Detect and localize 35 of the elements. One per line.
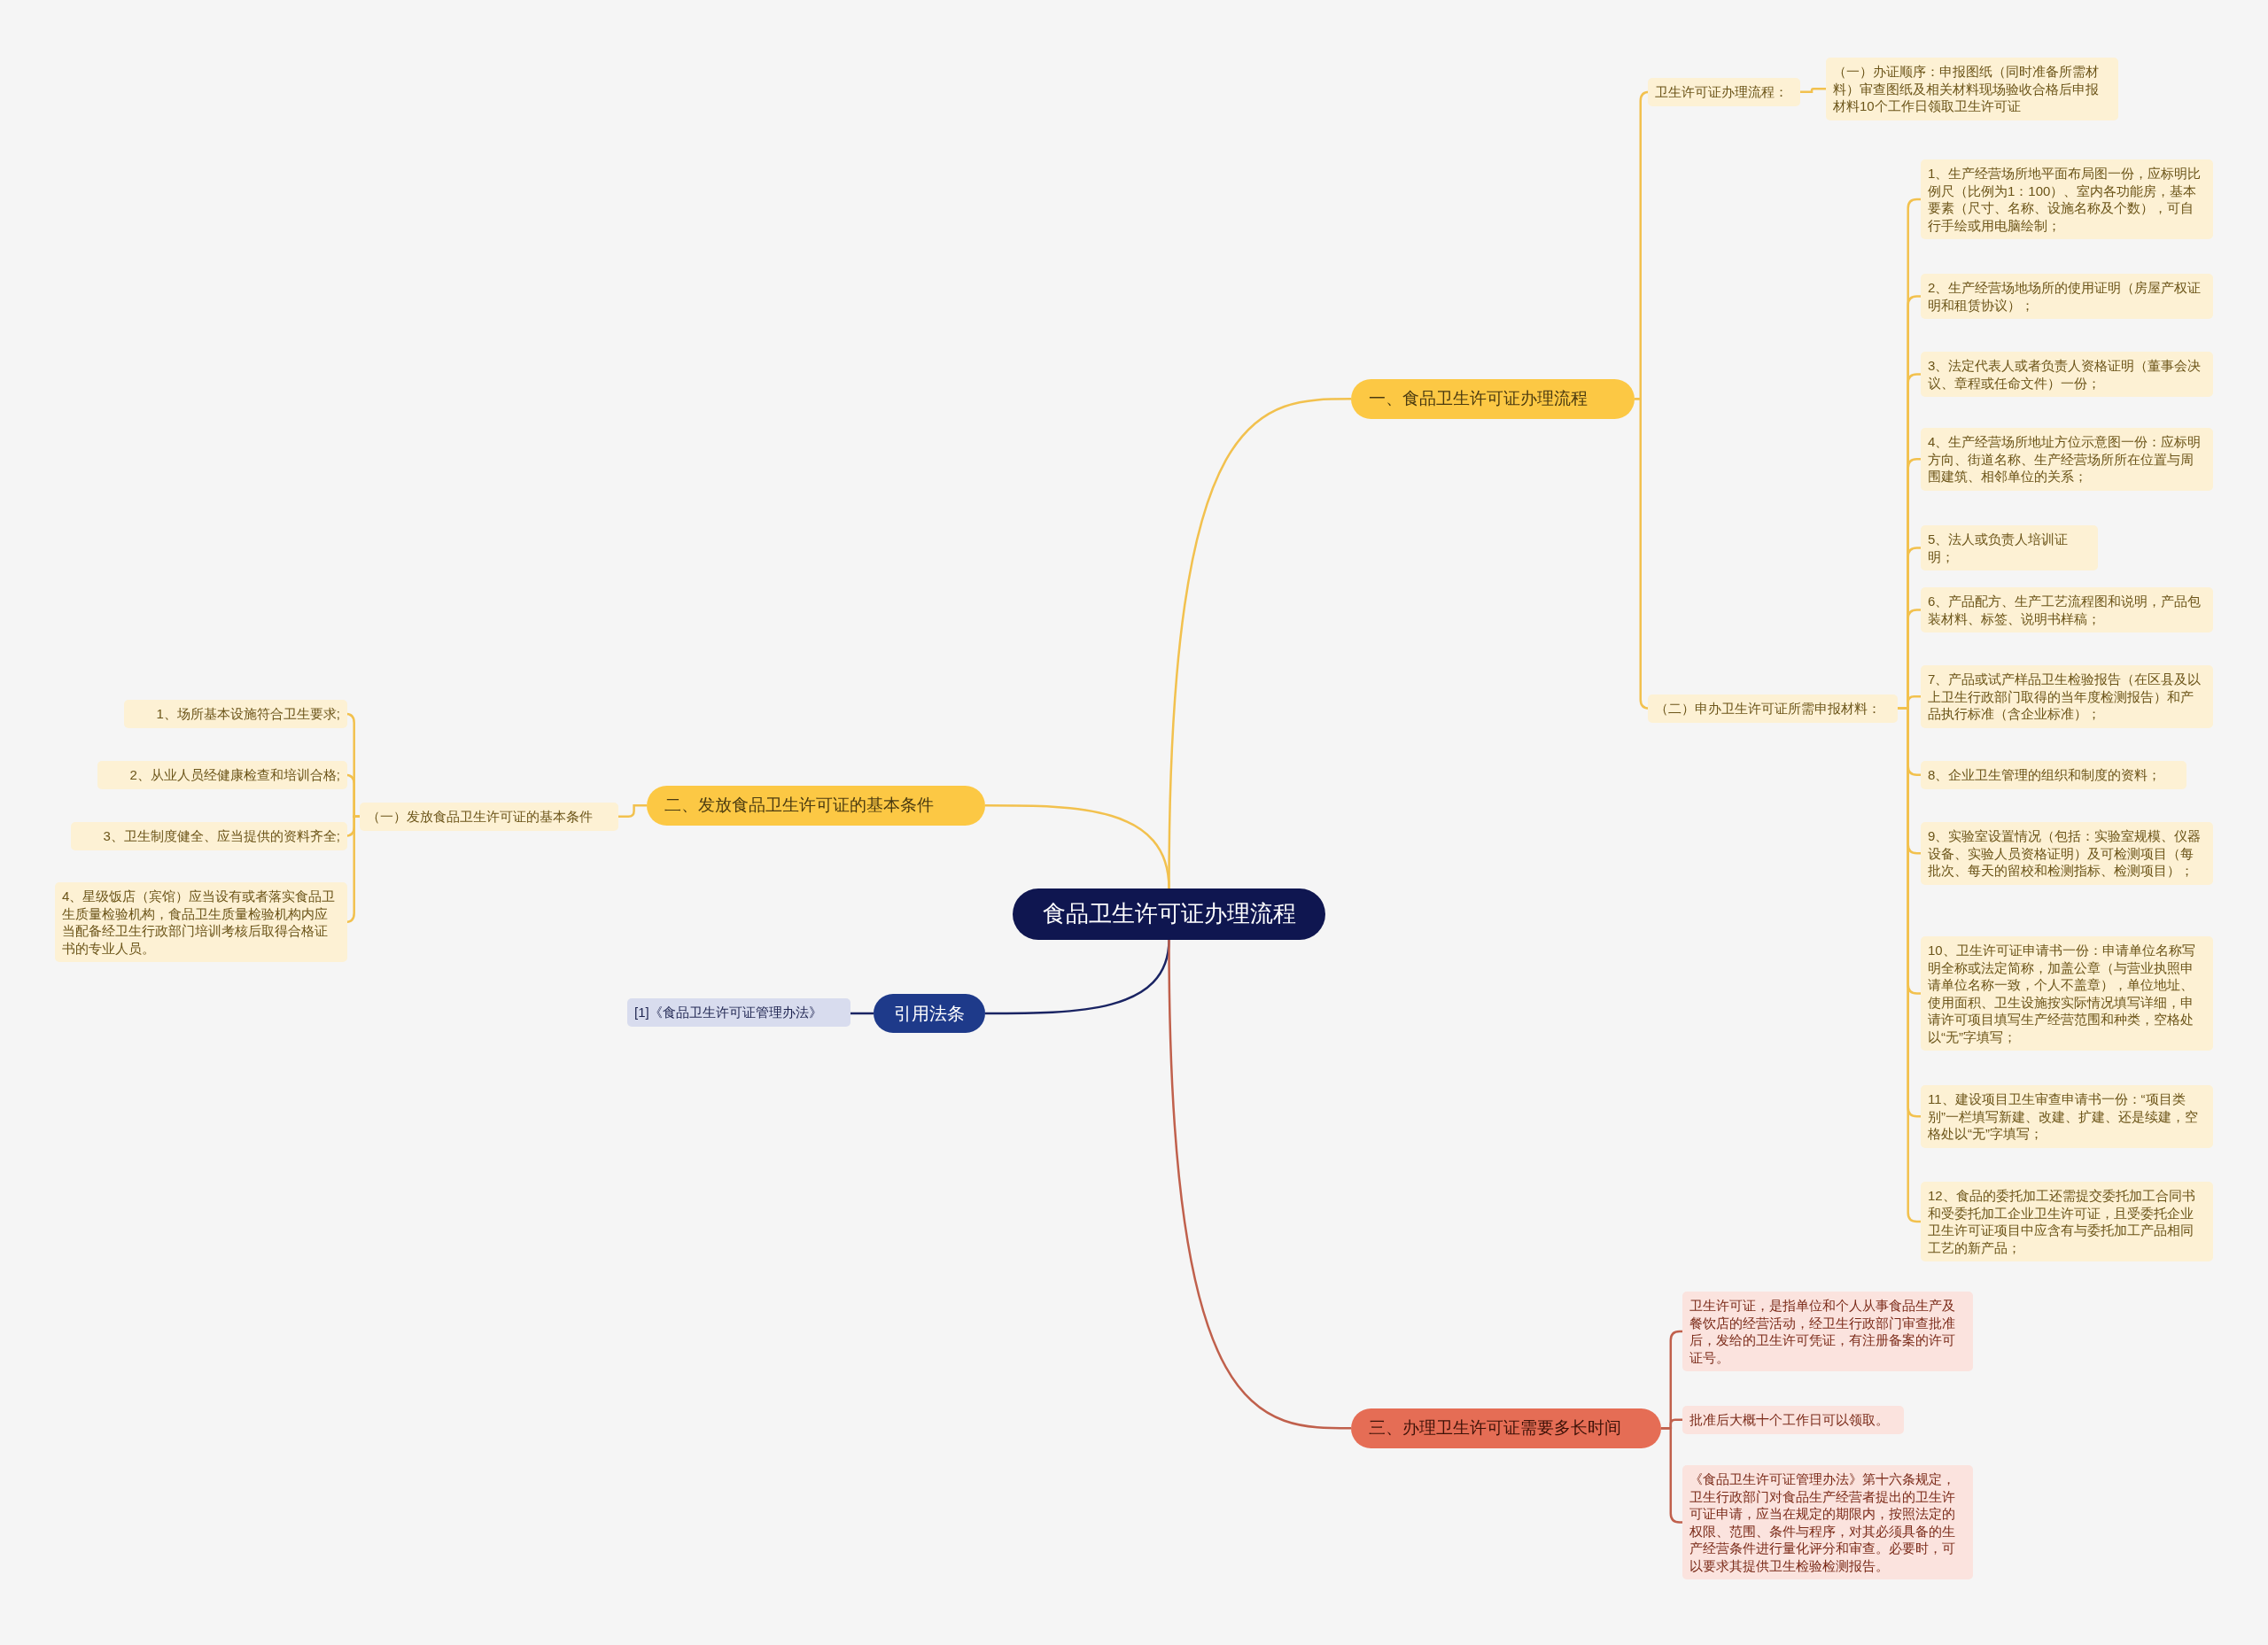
subtopic-box: 12、食品的委托加工还需提交委托加工合同书和受委托加工企业卫生许可证，且受委托企业卫生许可证项目中应含有与委托加工产品相同工艺的新产品；: [1921, 1182, 2213, 1261]
subtopic-box: 10、卫生许可证申请书一份：申请单位名称写明全称或法定简称，加盖公章（与营业执照申请单位名称一致，个人不盖章），单位地址、使用面积、卫生设施按实际情况填写详细，申请许可项目填写生产经营范围和种类，空格处以“无”字填写；: [1921, 936, 2213, 1051]
subtopic-box: 9、实验室设置情况（包括：实验室规模、仪器设备、实验人员资格证明）及可检测项目（每批次、每天的留校和检测指标、检测项目）；: [1921, 822, 2213, 885]
subtopic-box: （一）办证顺序：申报图纸（同时准备所需材料）审查图纸及相关材料现场验收合格后申报材料10个工作日领取卫生许可证: [1826, 58, 2118, 120]
connector-line: [985, 804, 1170, 889]
subtopic-box: 3、卫生制度健全、应当提供的资料齐全;: [71, 822, 347, 850]
branch-topic: 三、办理卫生许可证需要多长时间: [1351, 1408, 1661, 1448]
subtopic-box: （二）申办卫生许可证所需申报材料：: [1648, 694, 1898, 723]
connector-line: [1168, 939, 1351, 1430]
subtopic-box: 批准后大概十个工作日可以领取。: [1682, 1406, 1904, 1434]
root-topic: 食品卫生许可证办理流程: [1013, 888, 1325, 940]
subtopic-box: （一）发放食品卫生许可证的基本条件: [360, 803, 618, 831]
subtopic-box: 3、法定代表人或者负责人资格证明（董事会决议、章程或任命文件）一份；: [1921, 352, 2213, 397]
branch-topic: 引用法条: [874, 994, 985, 1033]
subtopic-box: 4、星级饭店（宾馆）应当设有或者落实食品卫生质量检验机构，食品卫生质量检验机构内应当配备经卫生行政部门培训考核后取得合格证书的专业人员。: [55, 882, 347, 962]
subtopic-box: 8、企业卫生管理的组织和制度的资料；: [1921, 761, 2186, 789]
subtopic-box: 11、建设项目卫生审查申请书一份：“项目类别”一栏填写新建、改建、扩建、还是续建，空格处以“无”字填写；: [1921, 1085, 2213, 1148]
subtopic-box: 2、从业人员经健康检查和培训合格;: [97, 761, 347, 789]
subtopic-box: 卫生许可证，是指单位和个人从事食品生产及餐饮店的经营活动，经卫生行政部门审查批准后，发给的卫生许可凭证，有注册备案的许可证号。: [1682, 1292, 1973, 1371]
subtopic-box: 5、法人或负责人培训证明；: [1921, 525, 2098, 570]
subtopic-box: 卫生许可证办理流程：: [1648, 78, 1800, 106]
subtopic-box: 4、生产经营场所地址方位示意图一份：应标明方向、街道名称、生产经营场所所在位置与周围建筑、相邻单位的关系；: [1921, 428, 2213, 491]
subtopic-box: 1、场所基本设施符合卫生要求;: [124, 700, 347, 728]
subtopic-box: 《食品卫生许可证管理办法》第十六条规定，卫生行政部门对食品生产经营者提出的卫生许可证申请，应当在规定的期限内，按照法定的权限、范围、条件与程序，对其必须具备的生产经营条件进行量化评分和审查。必要时，可以要求其提供卫生检验检测报告。: [1682, 1465, 1973, 1579]
subtopic-box: [1]《食品卫生许可证管理办法》: [627, 998, 850, 1027]
subtopic-box: 6、产品配方、生产工艺流程图和说明，产品包装材料、标签、说明书样稿；: [1921, 587, 2213, 632]
connector-line: [850, 1012, 874, 1015]
connector-line: [1800, 88, 1826, 93]
branch-topic: 一、食品卫生许可证办理流程: [1351, 379, 1635, 419]
connector-line: [618, 804, 647, 818]
subtopic-box: 2、生产经营场地场所的使用证明（房屋产权证明和租赁协议）；: [1921, 274, 2213, 319]
subtopic-box: 1、生产经营场所地平面布局图一份，应标明比例尺（比例为1：100）、室内各功能房，基本要素（尺寸、名称、设施名称及个数），可自行手绘或用电脑绘制；: [1921, 159, 2213, 239]
branch-topic: 二、发放食品卫生许可证的基本条件: [647, 786, 985, 826]
subtopic-box: 7、产品或试产样品卫生检验报告（在区县及以上卫生行政部门取得的当年度检测报告）和产品执行标准（含企业标准）；: [1921, 665, 2213, 728]
connector-line: [1661, 1427, 1682, 1524]
